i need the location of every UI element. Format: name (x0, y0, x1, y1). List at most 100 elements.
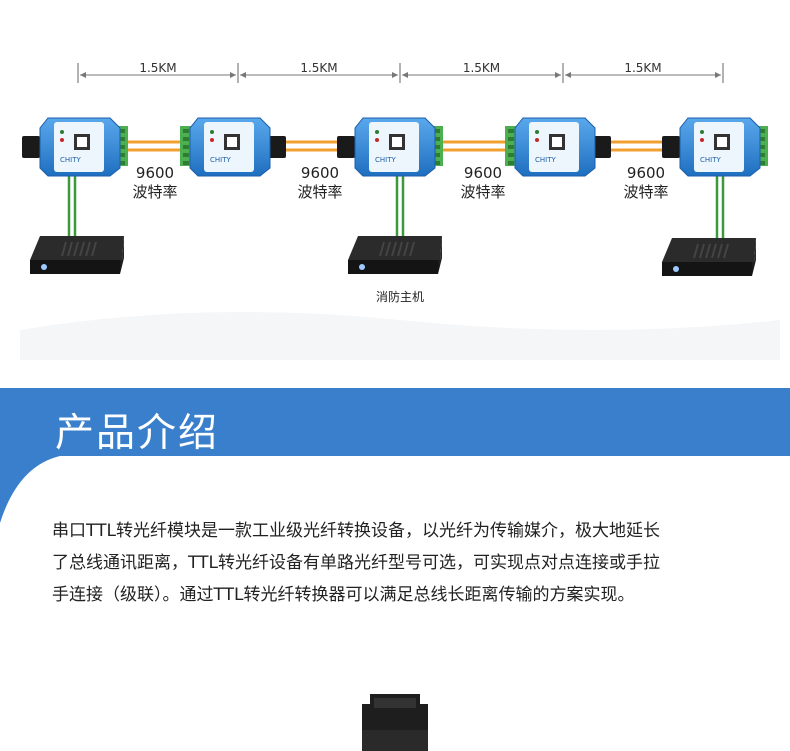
fiber-connector (593, 136, 611, 158)
distance-label: 1.5KM (300, 61, 337, 75)
terminal-pin (183, 153, 189, 157)
distance-dimensions: 1.5KM 1.5KM 1.5KM 1.5KM (77, 61, 724, 83)
terminal-pin (183, 129, 189, 133)
terminal-pin (183, 145, 189, 149)
vent-slot (723, 243, 729, 259)
led-icon (535, 138, 539, 142)
vent-slot (409, 241, 415, 257)
terminal-pin (508, 129, 514, 133)
module-brand: CHITY (535, 156, 556, 164)
vent-slot (73, 241, 79, 257)
fiber-module: CHITY (22, 117, 128, 177)
led-icon (60, 138, 64, 142)
distance-label: 1.5KM (139, 61, 176, 75)
arrow-left-icon (402, 72, 408, 78)
arrow-right-icon (392, 72, 398, 78)
led-icon (535, 130, 539, 134)
distance-label: 1.5KM (463, 61, 500, 75)
terminal-pin (508, 145, 514, 149)
vent-slot (705, 243, 711, 259)
terminal-pin (759, 129, 765, 133)
banner-shape (0, 388, 790, 523)
led-icon (210, 138, 214, 142)
led-icon (375, 138, 379, 142)
host-front (662, 262, 752, 276)
power-led-icon (41, 264, 47, 270)
terminal-pin (508, 161, 514, 165)
arrow-right-icon (230, 72, 236, 78)
terminal-pin (119, 145, 125, 149)
vent-slot (379, 241, 385, 257)
vent-slot (85, 241, 91, 257)
baud-rate-label: 波特率 (297, 183, 342, 201)
qr-code-inner (717, 137, 727, 147)
description-line: 手连接（级联）。通过TTL转光纤转换器可以满足总线长距离传输的方案实现。 (52, 585, 635, 605)
fiber-modules: CHITY CHITY CHITY CHITY CHITY (22, 117, 768, 177)
led-icon (210, 130, 214, 134)
baud-rate-label: 波特率 (460, 183, 505, 201)
host-computer (348, 236, 442, 274)
distance-label: 1.5KM (624, 61, 661, 75)
host-computer (662, 238, 756, 276)
vent-slot (403, 241, 409, 257)
baud-rate-value: 9600 (301, 164, 339, 182)
fiber-connector (268, 136, 286, 158)
module-brand: CHITY (210, 156, 231, 164)
terminal-pin (119, 129, 125, 133)
module-brand: CHITY (375, 156, 396, 164)
fiber-module: CHITY (337, 117, 443, 177)
power-led-icon (673, 266, 679, 272)
led-icon (700, 130, 704, 134)
vent-slot (91, 241, 97, 257)
power-led-icon (359, 264, 365, 270)
vent-slot (67, 241, 73, 257)
terminal-pin (434, 153, 440, 157)
terminal-pin (119, 153, 125, 157)
fiber-connector (662, 136, 680, 158)
product-description: 串口TTL转光纤模块是一款工业级光纤转换设备，以光纤为传输媒介，极大地延长 了总… (52, 515, 752, 611)
vent-slot (61, 241, 67, 257)
qr-code-inner (227, 137, 237, 147)
arrow-right-icon (715, 72, 721, 78)
vent-slot (717, 243, 723, 259)
qr-code-inner (392, 137, 402, 147)
vent-slot (711, 243, 717, 259)
vent-slot (397, 241, 403, 257)
vent-slot (79, 241, 85, 257)
host-label: 消防主机 (376, 289, 424, 304)
led-icon (60, 130, 64, 134)
fiber-module: CHITY (505, 117, 611, 177)
vent-slot (391, 241, 397, 257)
vent-slot (385, 241, 391, 257)
terminal-pin (183, 137, 189, 141)
terminal-pin (434, 161, 440, 165)
terminal-pin (508, 137, 514, 141)
background-shadow (20, 312, 780, 360)
qr-code-inner (552, 137, 562, 147)
description-line: 了总线通讯距离，TTL转光纤设备有单路光纤型号可选，可实现点对点连接或手拉 (52, 553, 660, 573)
fiber-module: CHITY (180, 117, 286, 177)
terminal-pin (119, 137, 125, 141)
terminal-pin (434, 145, 440, 149)
section-banner (0, 388, 790, 523)
terminal-pin (759, 145, 765, 149)
module-brand: CHITY (700, 156, 721, 164)
terminal-pin (508, 153, 514, 157)
baud-rate-label: 波特率 (132, 183, 177, 201)
led-icon (375, 130, 379, 134)
fiber-connector (337, 136, 355, 158)
terminal-pin (434, 129, 440, 133)
host-devices (30, 236, 756, 276)
arrow-left-icon (565, 72, 571, 78)
host-computer (30, 236, 124, 274)
host-front (30, 260, 120, 274)
terminal-pin (759, 153, 765, 157)
qr-code-inner (77, 137, 87, 147)
module-brand: CHITY (60, 156, 81, 164)
host-front (348, 260, 438, 274)
terminal-pin (119, 161, 125, 165)
fiber-connector (22, 136, 40, 158)
vent-slot (699, 243, 705, 259)
